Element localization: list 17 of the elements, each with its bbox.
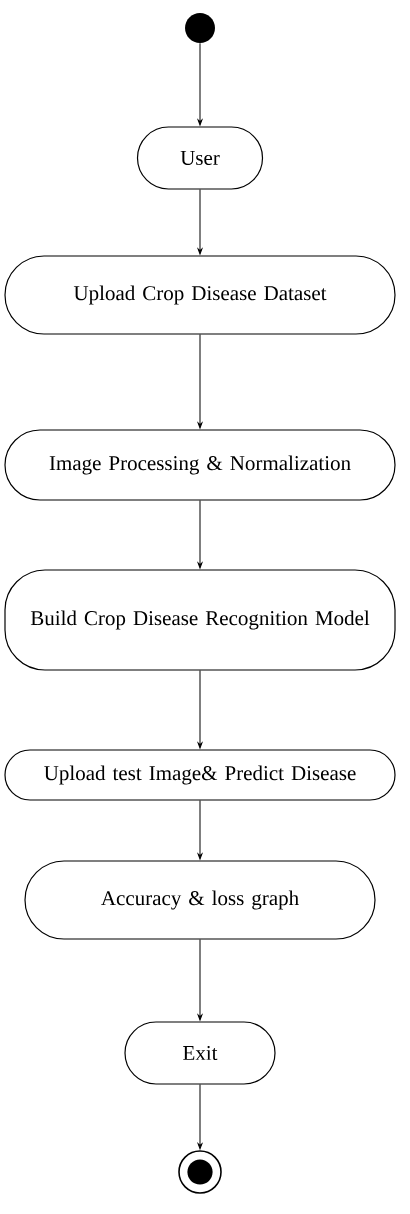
arrow (197, 800, 203, 860)
end-node (178, 1150, 222, 1194)
arrow (197, 500, 203, 569)
arrow (197, 670, 203, 749)
arrow (197, 42, 203, 126)
start-node (185, 13, 215, 43)
arrow (197, 1084, 203, 1150)
arrow (197, 939, 203, 1021)
arrow (197, 189, 203, 255)
activity-box: Accuracy & loss graph (24, 860, 376, 940)
activity-box: Upload test Image& Predict Disease (4, 749, 396, 801)
activity-box: Build Crop Disease Recognition Model (4, 569, 396, 671)
arrow (197, 334, 203, 429)
activity-box: User (136, 126, 264, 190)
activity-box: Image Processing & Normalization (4, 429, 396, 501)
activity-box: Exit (124, 1021, 276, 1085)
activity-box: Upload Crop Disease Dataset (4, 255, 396, 335)
